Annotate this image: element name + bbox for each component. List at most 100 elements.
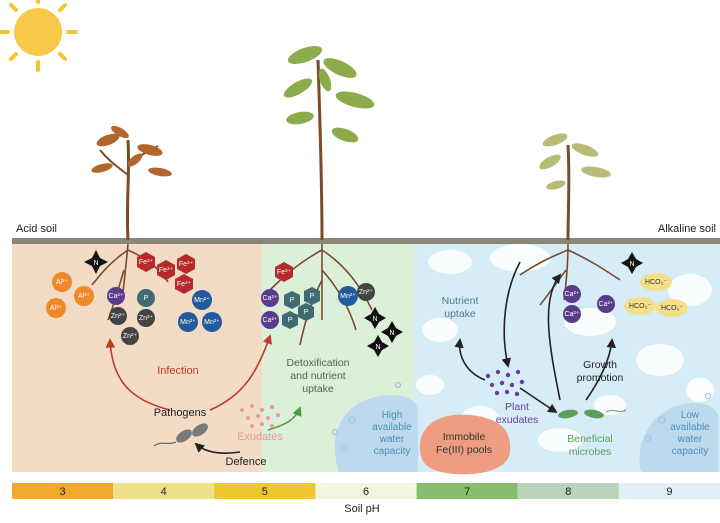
iron-ions-acid: Fe³⁺ Fe³⁺ Fe³⁺ Fe³⁺ bbox=[137, 252, 195, 294]
ph-segment-label: 3 bbox=[60, 486, 66, 498]
low-water-label-1: Low bbox=[681, 410, 700, 421]
acid-soil-label: Acid soil bbox=[16, 223, 57, 235]
ph-segment-6 bbox=[315, 483, 417, 499]
ph-segment-8 bbox=[517, 483, 619, 499]
beneficial-microbe-icons bbox=[558, 409, 627, 419]
ground-line bbox=[12, 238, 720, 244]
ph-segment-label: 6 bbox=[363, 486, 369, 498]
svg-text:P: P bbox=[304, 309, 309, 316]
svg-text:N: N bbox=[372, 316, 377, 323]
svg-text:Ca²⁺: Ca²⁺ bbox=[263, 295, 278, 302]
svg-text:Mn²⁺: Mn²⁺ bbox=[194, 297, 210, 304]
manganese-ions: Mn²⁺ Mn²⁺ Mn²⁺ bbox=[178, 290, 222, 332]
pathogens-label: Pathogens bbox=[154, 407, 207, 419]
alkaline-mineral-ions: Ca²⁺ Ca²⁺ Ca²⁺ HCO₃⁻ HCO₃⁻ HCO₃⁻ bbox=[563, 273, 688, 323]
ph-segment-9 bbox=[618, 483, 720, 499]
exudate-dots-purple bbox=[485, 369, 525, 397]
ph-segment-label: 8 bbox=[565, 486, 571, 498]
svg-text:Ca²⁺: Ca²⁺ bbox=[599, 301, 614, 308]
nutrient-uptake-label-2: uptake bbox=[444, 308, 476, 320]
growth-label-1: Growth bbox=[583, 359, 617, 371]
nitrogen-marker-acid: N bbox=[84, 250, 108, 274]
infection-label: Infection bbox=[157, 365, 199, 377]
process-arrows bbox=[105, 261, 617, 454]
svg-text:Ca²⁺: Ca²⁺ bbox=[109, 293, 124, 300]
high-water-label-3: water bbox=[379, 434, 405, 445]
beneficial-label-1: Beneficial bbox=[567, 433, 613, 445]
ph-segment-label: 7 bbox=[464, 486, 470, 498]
svg-text:Fe³⁺: Fe³⁺ bbox=[177, 281, 192, 288]
nutrient-uptake-label-1: Nutrient bbox=[442, 295, 479, 307]
nitrogen-marker-alkaline: N bbox=[621, 252, 643, 274]
high-water-label-1: High bbox=[382, 410, 403, 421]
svg-text:HCO₃⁻: HCO₃⁻ bbox=[629, 303, 651, 310]
alkaline-soil-label: Alkaline soil bbox=[658, 223, 716, 235]
neutral-mineral-ions: Fe³⁺ Ca²⁺ Ca²⁺ P P P P Mn²⁺ Zn²⁺ bbox=[261, 262, 375, 329]
svg-text:Ca²⁺: Ca²⁺ bbox=[263, 317, 278, 324]
svg-text:Fe³⁺: Fe³⁺ bbox=[139, 259, 154, 266]
detox-label-1: Detoxification bbox=[286, 357, 349, 369]
plant-exudates-label-2: exudates bbox=[496, 414, 539, 426]
high-water-blob bbox=[334, 395, 418, 472]
exudate-dots-pink bbox=[240, 404, 280, 428]
ph-segment-3 bbox=[12, 483, 114, 499]
aluminium-ions: Al³⁺ Al³⁺ Al³⁺ bbox=[46, 272, 94, 318]
exudates-label: Exudates bbox=[237, 431, 283, 443]
acid-mineral-ions: Ca²⁺ P Zn²⁺ Zn²⁺ Zn²⁺ bbox=[107, 287, 155, 345]
svg-text:Al³⁺: Al³⁺ bbox=[50, 305, 63, 312]
svg-text:N: N bbox=[389, 330, 394, 337]
low-water-label-4: capacity bbox=[672, 446, 709, 457]
svg-text:Zn²⁺: Zn²⁺ bbox=[111, 313, 126, 320]
svg-text:P: P bbox=[290, 297, 295, 304]
pathogen-icons bbox=[153, 423, 208, 447]
svg-text:Zn²⁺: Zn²⁺ bbox=[359, 289, 374, 296]
svg-text:Fe³⁺: Fe³⁺ bbox=[277, 269, 292, 276]
water-bubbles bbox=[331, 381, 712, 452]
ph-scale-bar: 3 4 5 6 7 8 9 bbox=[12, 483, 720, 499]
plant-exudates-label-1: Plant bbox=[505, 401, 529, 413]
alkaline-soil-plant bbox=[519, 133, 621, 306]
beneficial-label-2: microbes bbox=[569, 446, 612, 458]
ph-segment-label: 4 bbox=[161, 486, 167, 498]
high-water-label-2: available bbox=[372, 422, 412, 433]
svg-text:Mn²⁺: Mn²⁺ bbox=[340, 293, 356, 300]
defence-label: Defence bbox=[226, 456, 267, 468]
immobile-fe-label-1: Immobile bbox=[443, 431, 486, 443]
svg-text:N: N bbox=[93, 260, 98, 267]
low-water-label-3: water bbox=[677, 434, 703, 445]
svg-text:HCO₃⁻: HCO₃⁻ bbox=[645, 279, 667, 286]
svg-text:P: P bbox=[288, 317, 293, 324]
ph-segment-7 bbox=[416, 483, 518, 499]
svg-text:HCO₃⁻: HCO₃⁻ bbox=[661, 305, 683, 312]
ph-segment-4 bbox=[113, 483, 215, 499]
nitrogen-cluster-neutral: N N N bbox=[364, 307, 403, 357]
immobile-fe-label-2: Fe(III) pools bbox=[436, 444, 492, 456]
svg-text:Al³⁺: Al³⁺ bbox=[78, 293, 91, 300]
growth-label-2: promotion bbox=[577, 372, 624, 384]
svg-text:N: N bbox=[375, 344, 380, 351]
low-water-label-2: available bbox=[670, 422, 710, 433]
soil-ph-label: Soil pH bbox=[344, 503, 380, 515]
ph-segment-5 bbox=[214, 483, 316, 499]
svg-text:Zn²⁺: Zn²⁺ bbox=[123, 333, 138, 340]
detox-label-3: uptake bbox=[302, 383, 334, 395]
detox-label-2: and nutrient bbox=[290, 370, 346, 382]
svg-text:Mn²⁺: Mn²⁺ bbox=[180, 319, 196, 326]
neutral-soil-plant bbox=[269, 45, 375, 346]
immobile-fe-pool bbox=[419, 414, 511, 475]
svg-text:Zn²⁺: Zn²⁺ bbox=[139, 315, 154, 322]
svg-text:Ca²⁺: Ca²⁺ bbox=[565, 291, 580, 298]
ph-segment-label: 5 bbox=[262, 486, 268, 498]
sun-icon bbox=[0, 0, 78, 72]
svg-text:P: P bbox=[144, 295, 149, 302]
svg-text:Fe³⁺: Fe³⁺ bbox=[159, 267, 174, 274]
svg-text:Al³⁺: Al³⁺ bbox=[56, 279, 69, 286]
ph-segment-label: 9 bbox=[666, 486, 672, 498]
svg-text:P: P bbox=[310, 293, 315, 300]
high-water-label-4: capacity bbox=[374, 446, 411, 457]
svg-text:N: N bbox=[629, 261, 634, 268]
svg-text:Mn²⁺: Mn²⁺ bbox=[204, 319, 220, 326]
acid-soil-zone bbox=[12, 244, 262, 472]
